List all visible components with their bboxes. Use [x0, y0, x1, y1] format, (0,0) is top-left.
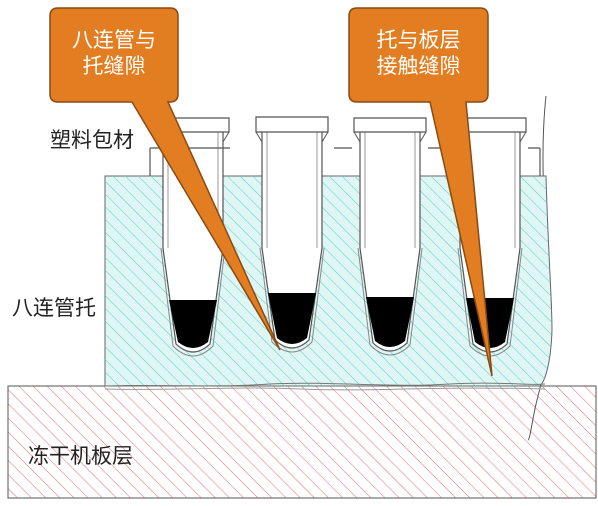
tube-1-body [162, 126, 224, 353]
tube-2-rim [255, 116, 329, 133]
label-plastic-packaging: 塑料包材 [50, 128, 134, 152]
freeze-dryer-shelf [7, 385, 597, 499]
callout-tube-tray-gap [49, 7, 281, 351]
callout-right-line2: 接触缝隙 [376, 54, 461, 78]
tube-3-rim [353, 117, 427, 133]
callout-right-line1: 托与板层 [376, 28, 461, 52]
callout-left-text: 八连管与 托缝隙 [50, 27, 178, 79]
callout-left-line1: 八连管与 [72, 28, 156, 52]
callout-tray-shelf-gap [348, 7, 493, 377]
callout-right-text: 托与板层 接触缝隙 [349, 27, 488, 79]
tube-3-body [359, 126, 421, 352]
tube-2-liquid [268, 293, 316, 344]
callout-left-line2: 托缝隙 [82, 54, 146, 78]
label-tube-tray: 八连管托 [12, 296, 96, 320]
label-freeze-dryer-shelf: 冻干机板层 [28, 444, 133, 468]
tube-2 [255, 116, 329, 353]
tube-3-liquid [366, 297, 414, 347]
tube-3 [353, 117, 427, 356]
tube-1-liquid [169, 300, 217, 348]
